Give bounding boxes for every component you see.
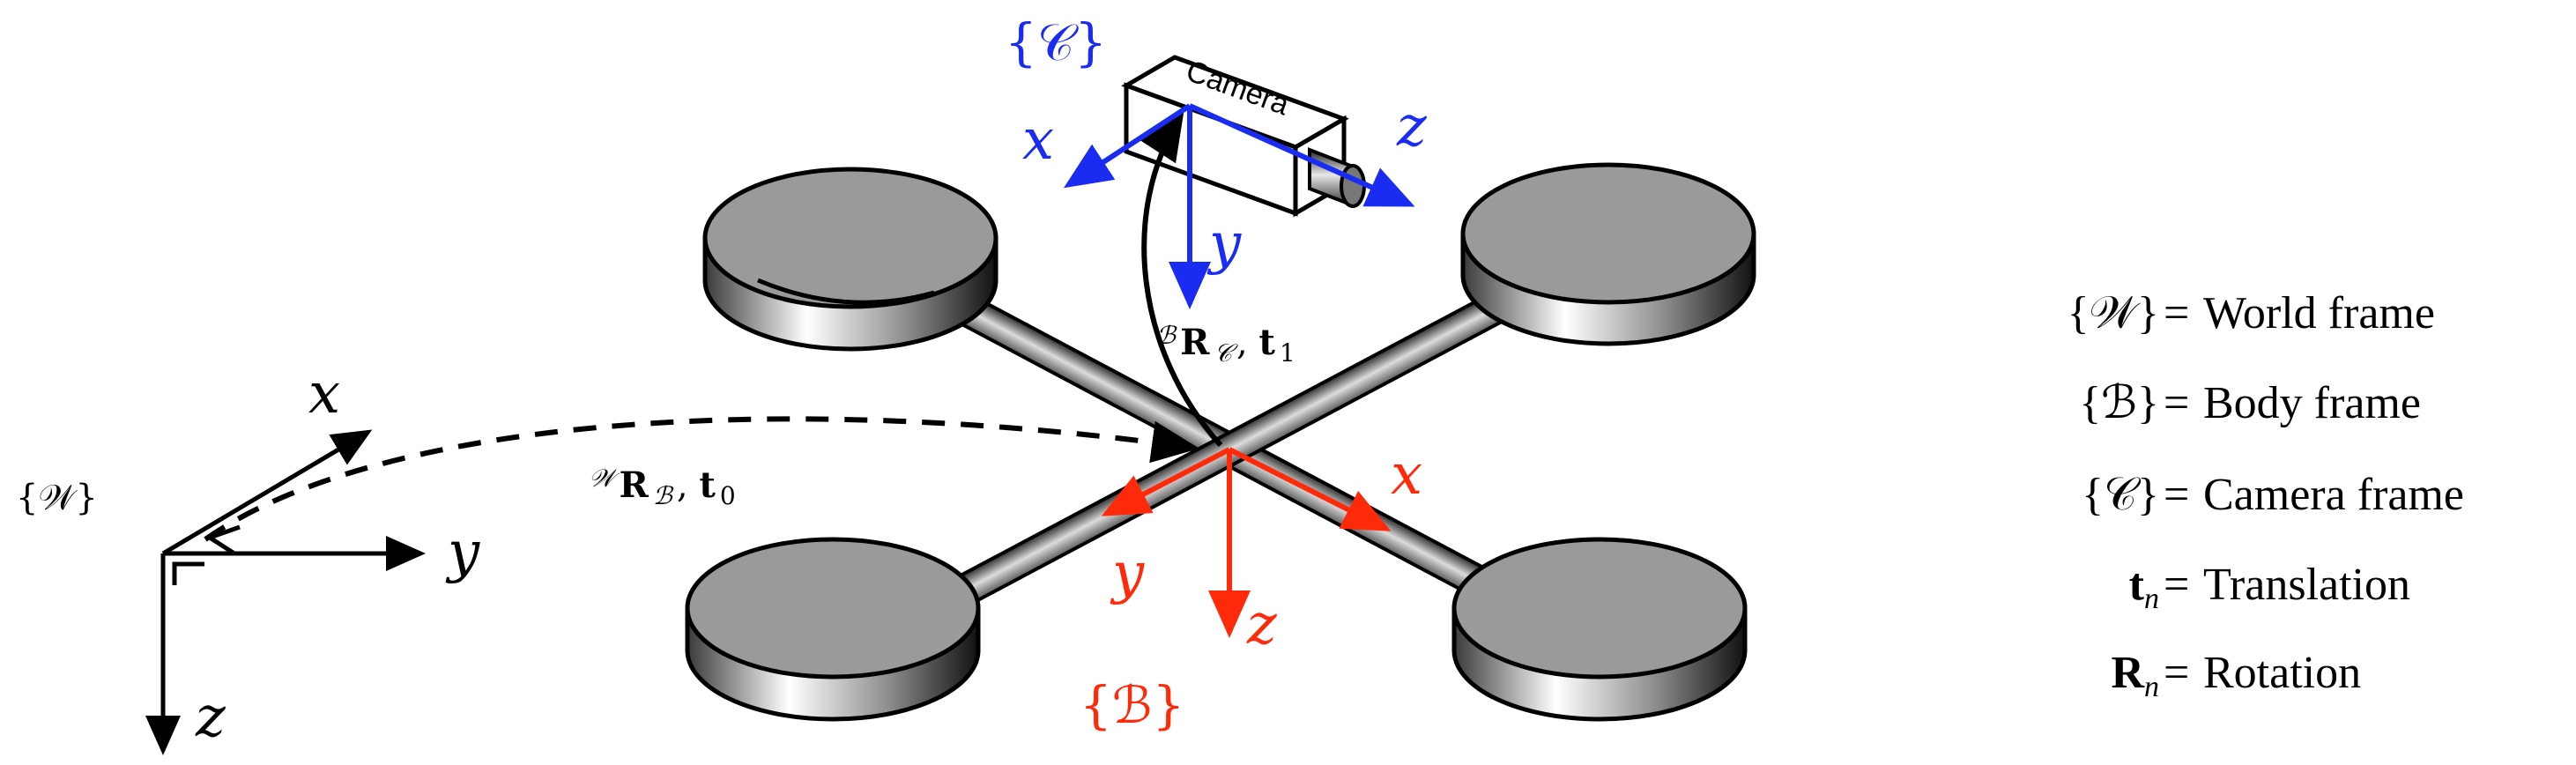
camera-y-label: y: [1206, 212, 1242, 277]
legend-row-rotation: Rn = Rotation: [2111, 648, 2361, 703]
legend-symbol: {𝒞}: [2082, 470, 2159, 520]
world-to-body-transform-label: 𝒲 R ℬ , t 0: [589, 464, 736, 510]
legend-row-translation: tn = Translation: [2129, 560, 2410, 615]
legend-row-world: {𝒲} = World frame: [2067, 288, 2435, 338]
legend-description: Rotation: [2203, 648, 2361, 698]
world-frame-label: {𝒲}: [16, 478, 98, 518]
legend: {𝒲} = World frame {ℬ} = Body frame {𝒞} =…: [2067, 288, 2464, 703]
w2b-rotation-subscript: ℬ: [653, 481, 674, 510]
body-z-label: z: [1246, 592, 1278, 657]
w2b-rotation-symbol: R: [619, 464, 649, 506]
body-frame-label: {ℬ}: [1080, 675, 1184, 735]
legend-equals: =: [2164, 560, 2189, 610]
camera-x-label: x: [1022, 108, 1054, 173]
legend-symbol: Rn: [2111, 648, 2159, 703]
legend-row-camera: {𝒞} = Camera frame: [2082, 470, 2464, 520]
rotor-top-left: [702, 167, 998, 352]
world-to-body-transform-arrow: [204, 416, 1199, 556]
b2c-frame-superscript: ℬ: [1156, 321, 1177, 350]
body-x-label: x: [1391, 442, 1422, 508]
w2b-translation-index: 0: [720, 481, 736, 510]
b2c-rotation-symbol: R: [1180, 322, 1210, 363]
camera-frame-axes: [1063, 103, 1415, 309]
legend-equals: =: [2164, 378, 2189, 428]
w2b-frame-superscript: 𝒲: [589, 464, 620, 493]
camera-frame-label: {𝒞}: [1005, 12, 1107, 72]
b2c-translation-symbol: t: [1258, 322, 1275, 363]
body-y-label: y: [1110, 541, 1145, 606]
legend-row-body: {ℬ} = Body frame: [2079, 378, 2421, 428]
camera-z-label: z: [1396, 94, 1428, 160]
legend-description: World frame: [2203, 288, 2435, 338]
body-to-camera-transform-arrow: [1140, 111, 1223, 448]
legend-description: Body frame: [2203, 378, 2421, 428]
world-z-label: z: [195, 685, 226, 750]
b2c-rotation-subscript: 𝒞: [1214, 338, 1238, 368]
w2b-translation-symbol: t: [699, 464, 716, 506]
legend-symbol: {ℬ}: [2079, 378, 2159, 428]
legend-description: Camera frame: [2203, 470, 2464, 520]
b2c-translation-index: 1: [1280, 338, 1295, 368]
body-to-camera-transform-label: ℬ R 𝒞 , t 1: [1156, 321, 1295, 368]
legend-equals: =: [2164, 648, 2189, 698]
camera-device: Camera: [1121, 54, 1366, 218]
legend-description: Translation: [2203, 560, 2410, 610]
world-x-label: x: [308, 361, 340, 427]
rotor-bottom-right: [1451, 537, 1748, 722]
legend-symbol: tn: [2129, 560, 2159, 615]
world-y-label: y: [445, 520, 480, 585]
legend-equals: =: [2164, 288, 2189, 338]
rotor-top-right: [1460, 162, 1756, 346]
body-frame-axes: [1101, 447, 1392, 638]
legend-symbol: {𝒲}: [2067, 288, 2159, 338]
world-frame-axes: [145, 429, 426, 755]
rotor-bottom-left: [685, 537, 981, 722]
legend-equals: =: [2164, 470, 2189, 520]
